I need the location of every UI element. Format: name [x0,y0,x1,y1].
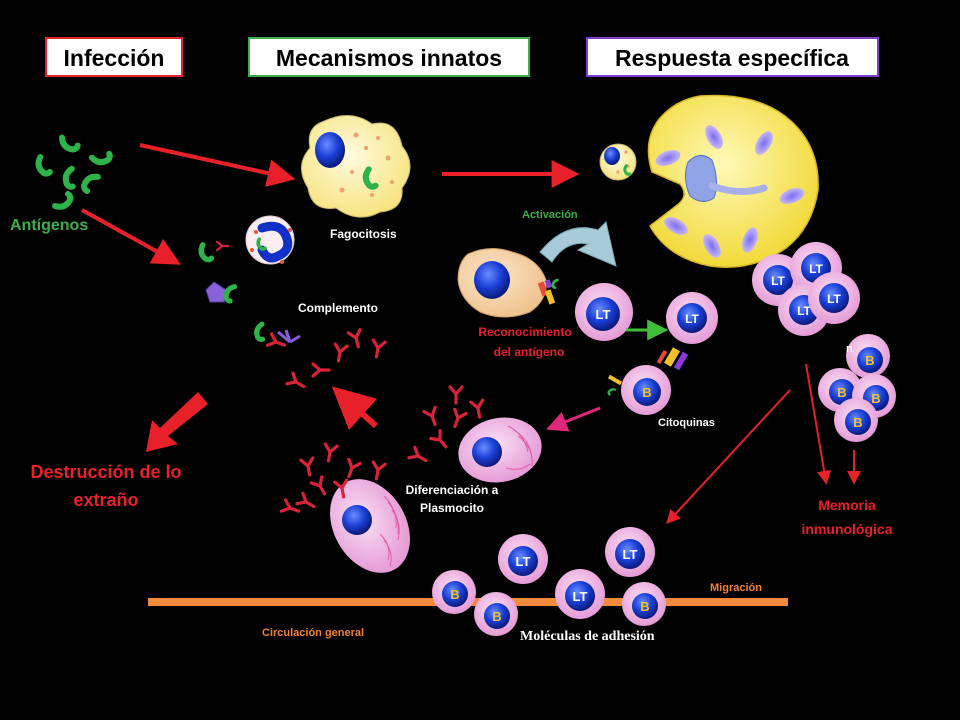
complement-complex [205,281,240,302]
fagocitosis-label: Fagocitosis [330,227,397,241]
header-innatos-text: Mecanismos innatos [276,45,502,71]
neutrophil-cell [245,215,295,265]
arrow-migration [666,389,791,525]
lt-label: LT [809,262,823,276]
b-label: B [450,587,459,602]
lt-cell: LT [605,527,655,577]
lt-cell: LT [808,272,860,324]
b-label: B [837,385,846,400]
b-label: B [492,609,501,624]
b-label: B [871,391,880,406]
header-mecanismos-innatos: Mecanismos innatos [248,37,530,77]
reconocimiento-label-1: Reconocimiento [478,325,571,339]
migracion-label: Migración [710,582,762,594]
b-label: B [640,599,649,614]
mhc-receptor [537,278,562,305]
small-phagocyte [599,143,637,181]
lt-label: LT [797,304,811,318]
plasma-cell-lower [330,479,410,573]
destruction-arrow [146,392,208,452]
b-cell: B [474,592,518,636]
activation-arrow [539,221,617,267]
header-infeccion-text: Infección [64,45,165,71]
antigenos-label: Antígenos [10,217,88,234]
lt-label: LT [516,554,531,569]
b-cell: B [432,570,476,614]
header-respuesta-especifica: Respuesta específica [586,37,879,77]
arrow-plasma-to-antibodies [331,386,379,431]
macrophage-cell [301,115,411,218]
destruccion-label-1: Destrucción de lo [30,462,181,482]
b-cell: B [622,582,666,626]
lt-memory-cluster: LT LT LT LT [752,242,860,336]
arrow-to-phagocyte [139,143,296,187]
partial-label: n [846,343,853,355]
arrow-b-to-plasma [546,406,601,432]
lt-label: LT [685,312,699,326]
activated-macrophage [647,94,819,268]
memoria-label-1: Memoria [818,497,876,513]
lt-label: LT [771,274,785,288]
lt-cell: LT [555,569,605,619]
diferenciacion-label-2: Plasmocito [420,501,484,515]
lt-label: LT [827,292,841,306]
lt-label: LT [623,547,638,562]
circulacion-label: Circulación general [262,627,364,639]
b-memory-cluster: B n B B B [818,334,896,442]
antigen-cluster [37,133,111,206]
b-label: B [865,353,874,368]
lt-cell: LT [498,534,548,584]
citoquinas-label: Citoquinas [658,417,715,429]
moleculas-label: Moléculas de adhesión [520,629,655,644]
cytokine-receptor [656,347,689,371]
arrow-lt-to-memory [805,363,832,485]
header-especifica-text: Respuesta específica [615,45,849,71]
lt-label: LT [596,307,611,322]
arrow-to-complement [81,208,181,265]
b-cell: B [834,398,878,442]
destruccion-label-2: extraño [73,490,138,510]
memoria-label-2: inmunológica [802,521,893,537]
antigen-presenting-cell [457,248,562,318]
lt-cell-activated: LT [575,283,633,341]
b-cell: B [846,334,890,378]
header-infeccion: Infección [45,37,183,77]
reconocimiento-label-2: del antígeno [494,345,565,359]
b-cell-activated: B [607,365,671,415]
complemento-label: Complemento [298,301,378,315]
circulating-cells: B B LT LT LT B [432,527,666,636]
plasma-cell-middle [458,417,542,483]
diferenciacion-label-1: Diferenciación a [406,483,499,497]
lt-cell-helper: LT [666,292,718,344]
b-label: B [853,415,862,430]
b-label: B [642,385,651,400]
activacion-label: Activación [522,209,578,221]
lt-label: LT [573,589,588,604]
